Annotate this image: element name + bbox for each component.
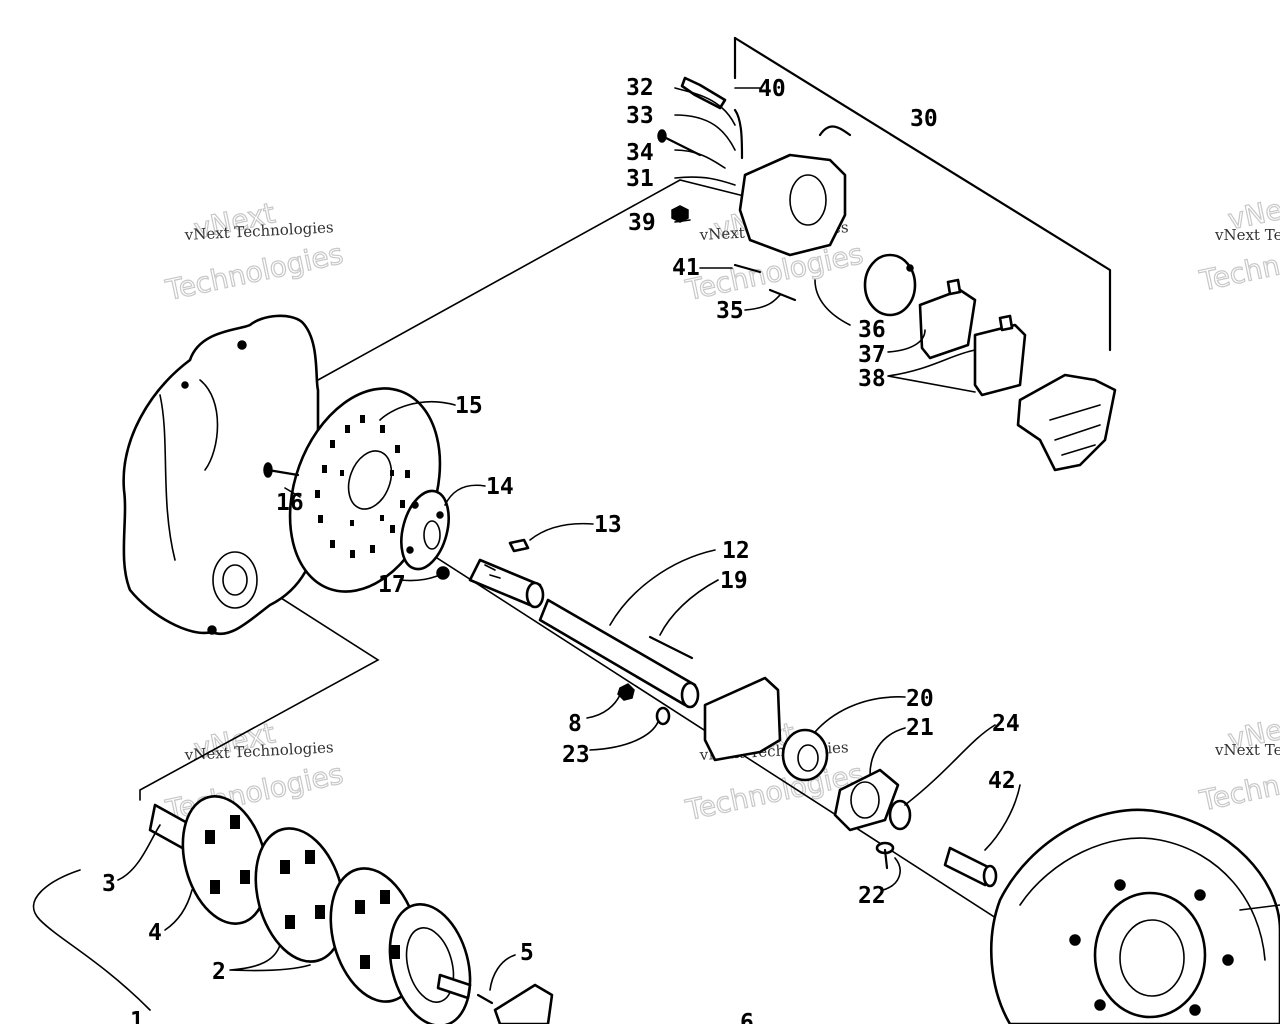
bolt-22 <box>875 841 895 870</box>
key-13 <box>508 538 530 553</box>
watermark-text: vNext Te <box>1214 741 1280 759</box>
assembly-bracket-30 <box>733 36 1112 352</box>
callout-39: 39 <box>628 210 656 236</box>
callout-labels: 32 33 34 31 39 41 35 40 30 36 37 38 15 1… <box>102 75 1020 1024</box>
callout-42: 42 <box>988 768 1016 794</box>
callout-37: 37 <box>858 342 886 368</box>
bearing-20 <box>781 728 829 782</box>
callout-24: 24 <box>992 711 1020 737</box>
callout-36: 36 <box>858 317 886 343</box>
callout-8: 8 <box>568 711 582 737</box>
spacer-42 <box>943 846 998 888</box>
callout-15: 15 <box>455 393 483 419</box>
leader-lines <box>117 87 1280 991</box>
callout-12: 12 <box>722 538 750 564</box>
callout-3: 3 <box>102 871 116 897</box>
callout-1: 1 <box>130 1008 144 1024</box>
callout-33: 33 <box>626 103 654 129</box>
drive-sprocket-assembly <box>148 795 472 1024</box>
callout-23: 23 <box>562 742 590 768</box>
nut-8 <box>617 683 635 701</box>
nut-17 <box>436 566 450 580</box>
callout-31: 31 <box>626 166 654 192</box>
callout-30: 30 <box>910 106 938 132</box>
brake-caliper-assembly <box>657 76 1117 472</box>
callout-34: 34 <box>626 140 654 166</box>
watermark-text: vNext Te <box>1214 226 1280 244</box>
callout-41: 41 <box>672 255 700 281</box>
bearing-bracket <box>703 676 782 762</box>
callout-6: 6 <box>740 1010 754 1024</box>
callout-14: 14 <box>486 474 514 500</box>
pin-19 <box>648 635 694 660</box>
callout-20: 20 <box>906 686 934 712</box>
watermark-big: Technologies <box>162 237 346 307</box>
callout-19: 19 <box>720 568 748 594</box>
bearing-housing-5 <box>476 983 554 1024</box>
callout-35: 35 <box>716 298 744 324</box>
callout-2: 2 <box>212 959 226 985</box>
bolt-16 <box>263 462 300 478</box>
callout-17: 17 <box>378 572 406 598</box>
brake-shaft <box>468 558 545 609</box>
callout-32: 32 <box>626 75 654 101</box>
flange-21 <box>833 768 900 832</box>
callout-22: 22 <box>858 883 886 909</box>
washer-23 <box>655 706 671 726</box>
callout-16: 16 <box>276 490 304 516</box>
hub-14 <box>400 489 450 571</box>
chaincase-housing <box>122 314 320 635</box>
callout-40: 40 <box>758 76 786 102</box>
washer-24 <box>888 799 912 831</box>
callout-13: 13 <box>594 512 622 538</box>
callout-21: 21 <box>906 715 934 741</box>
callout-38: 38 <box>858 366 886 392</box>
driven-pulley <box>990 808 1280 1024</box>
callout-5: 5 <box>520 940 534 966</box>
jackshaft-12 <box>538 598 700 709</box>
callout-4: 4 <box>148 920 162 946</box>
